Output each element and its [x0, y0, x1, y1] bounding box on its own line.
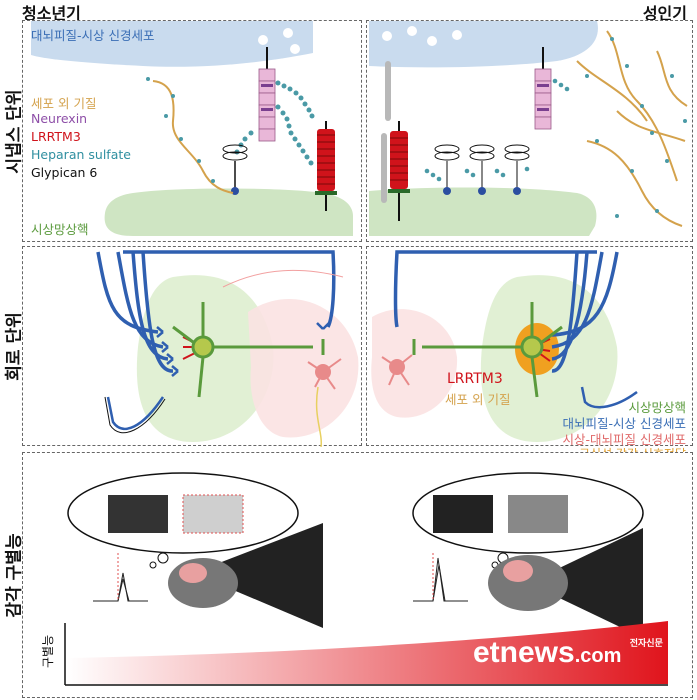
circuit-diagram-adolescent [96, 250, 359, 447]
sensory-diagram [64, 472, 668, 686]
thalamus-region [371, 309, 458, 418]
synapse-panel-adult [366, 20, 693, 242]
trn-neuron [191, 335, 215, 359]
thalamus-region [248, 299, 359, 438]
lrrtm3-protein [315, 129, 337, 195]
postsynaptic-terminal [104, 188, 353, 236]
thalamocortical-axons [393, 250, 619, 373]
discrimination-gradient [67, 621, 668, 684]
label-thalamocortical-neuron: 대뇌피질-시상 신경세포 [31, 28, 155, 43]
side-label-circuit: 회로 단위 [4, 311, 25, 381]
header-adult: 성인기 [642, 4, 687, 23]
circuit-legend-0: 시상망상핵 [628, 400, 686, 415]
circuit-panel-adult: LRRTM3 세포 외 기질 시상망상핵 대뇌피질-시상 신경세포 시상-대뇌피… [366, 246, 693, 461]
postsynaptic-terminal [369, 187, 597, 236]
y-axis-label: 구별능 [41, 634, 55, 668]
circuit-diagram-adult [371, 250, 638, 442]
label-neurexin: Neurexin [31, 111, 88, 126]
thalamocortical-axons [96, 250, 336, 373]
synapse-diagram-adolescent [31, 21, 353, 236]
mouse-adolescent [168, 558, 238, 608]
synapse-diagram-adult [369, 21, 688, 236]
side-label-synapse: 시냅스 단위 [4, 88, 25, 174]
side-label-sensory: 감각 구별능 [4, 532, 25, 618]
trn-region [136, 275, 274, 442]
lrrtm3-protein [388, 131, 410, 193]
trn-neuron [520, 335, 544, 359]
heparan-sulfate-chains [424, 78, 570, 182]
circuit-legend-2: 시상-대뇌피질 신경세포 [562, 432, 686, 447]
label-extracellular-matrix: 세포 외 기질 [31, 96, 97, 111]
synapse-panel-adolescent: 대뇌피질-시상 신경세포 세포 외 기질 Neurexin LRRTM3 Hep… [22, 20, 362, 242]
watermark: etnews.com 전자신문 [473, 636, 663, 669]
glypican6-protein [434, 144, 530, 189]
presynaptic-terminal [31, 21, 313, 67]
circuit-label-lrrtm3: LRRTM3 [447, 371, 503, 387]
tc-neuron [307, 358, 342, 390]
neural-response-adult [413, 557, 468, 602]
extracellular-matrix-fiber [152, 80, 234, 194]
neurexin-protein [258, 68, 276, 142]
texture-cone-adolescent [193, 523, 323, 628]
label-lrrtm3: LRRTM3 [31, 129, 81, 144]
tc-neuron [381, 354, 413, 386]
glypican6-protein [222, 144, 248, 195]
neurexin-protein [534, 68, 552, 130]
circuit-panel-adolescent [22, 246, 362, 447]
circuit-legend-1: 대뇌피질-시상 신경세포 [562, 416, 686, 431]
presynaptic-terminal [369, 21, 598, 68]
neural-response-adolescent [93, 572, 148, 602]
label-thalamic-reticular-nucleus: 시상망상핵 [31, 222, 89, 237]
label-glypican6: Glypican 6 [31, 165, 98, 180]
circuit-label-ecm: 세포 외 기질 [445, 392, 511, 407]
sensory-panel: 구별능 etnews.com 전자신문 [22, 452, 693, 698]
header-adolescent: 청소년기 [22, 4, 81, 23]
texture-cone-adult [528, 528, 643, 638]
extracellular-matrix-fiber [576, 30, 688, 227]
label-heparan-sulfate: Heparan sulfate [31, 147, 131, 162]
